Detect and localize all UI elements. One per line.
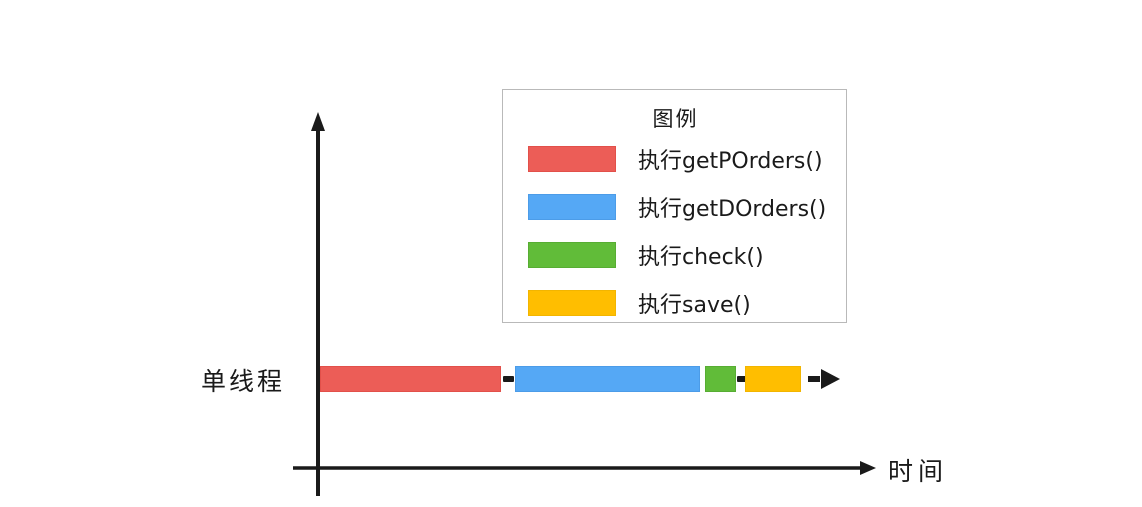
legend-swatch-green bbox=[528, 242, 616, 268]
timeline-connector-1 bbox=[503, 376, 514, 382]
legend-item-check[interactable]: 执行check() bbox=[528, 242, 838, 270]
legend-label-getdorders: 执行getDOrders() bbox=[638, 197, 827, 222]
x-axis-caption: 时间 bbox=[888, 457, 949, 486]
y-axis-arrowhead bbox=[311, 112, 325, 131]
legend-label-check: 执行check() bbox=[638, 245, 764, 270]
legend-swatch-blue bbox=[528, 194, 616, 220]
legend-swatch-red bbox=[528, 146, 616, 172]
legend-swatch-yellow bbox=[528, 290, 616, 316]
timeline-bar-getdorders[interactable] bbox=[515, 366, 700, 392]
legend-item-save[interactable]: 执行save() bbox=[528, 290, 838, 318]
timeline-bar-check[interactable] bbox=[705, 366, 736, 392]
legend-title: 图例 bbox=[652, 107, 699, 131]
timeline-end-arrowhead bbox=[821, 369, 840, 389]
legend-item-getdorders[interactable]: 执行getDOrders() bbox=[528, 194, 838, 222]
timeline-connector-2 bbox=[737, 376, 746, 382]
timeline-bar-save[interactable] bbox=[745, 366, 801, 392]
legend-label-getporders: 执行getPOrders() bbox=[638, 149, 823, 174]
row-label-single-thread: 单线程 bbox=[200, 367, 285, 396]
legend-box: 图例 执行getPOrders() 执行getDOrders() 执行check… bbox=[502, 89, 847, 323]
x-axis-arrowhead bbox=[860, 461, 876, 475]
legend-item-getporders[interactable]: 执行getPOrders() bbox=[528, 146, 838, 174]
legend-label-save: 执行save() bbox=[638, 293, 751, 318]
timeline-bar-getporders[interactable] bbox=[320, 366, 501, 392]
